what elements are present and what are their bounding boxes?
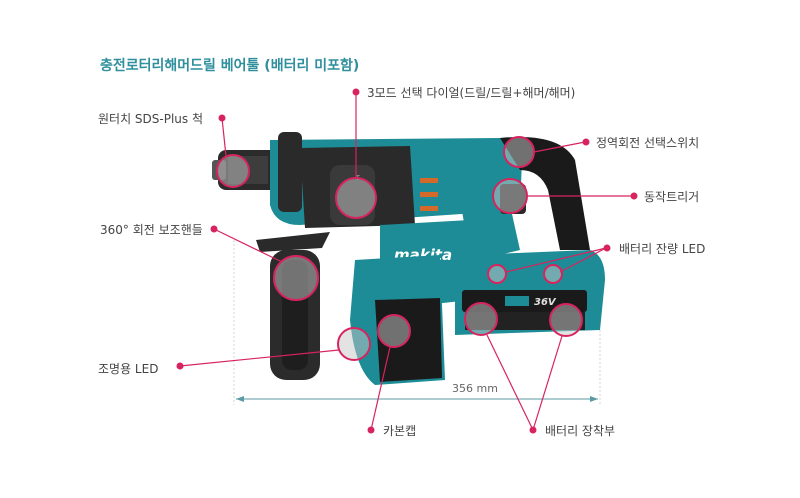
label-battery-led: 배터리 잔량 LED — [619, 242, 706, 256]
highlight-battery-mount-1 — [464, 302, 498, 336]
highlight-mode-dial — [335, 177, 377, 219]
highlight-side-handle — [273, 255, 319, 301]
highlight-battery-led-2 — [543, 264, 563, 284]
dim-arrow-right — [590, 396, 598, 402]
label-mode-dial: 3모드 선택 다이얼(드릴/드릴+해머/해머) — [367, 86, 576, 100]
label-direction-switch: 정역회전 선택스위치 — [596, 136, 700, 150]
leader-lines — [179, 92, 633, 431]
dim-arrow-left — [236, 396, 244, 402]
highlight-battery-mount-2 — [549, 303, 583, 337]
label-dots — [176, 88, 638, 434]
label-light-led: 조명용 LED — [98, 362, 159, 376]
highlight-direction-switch — [503, 136, 535, 168]
highlight-chuck — [216, 154, 250, 188]
dimension-length: 356 mm — [452, 382, 498, 395]
label-side-handle: 360° 회전 보조핸들 — [100, 223, 203, 237]
label-carbon-cap: 카본캡 — [383, 424, 417, 438]
label-chuck: 원터치 SDS-Plus 척 — [98, 112, 204, 126]
battery-badge: 36V — [534, 297, 557, 308]
highlight-carbon-cap — [377, 314, 411, 348]
label-trigger: 동작트리거 — [644, 190, 700, 204]
page-title: 충전로터리해머드릴 베어툴 (배터리 미포함) — [100, 58, 360, 74]
highlight-trigger — [492, 178, 528, 214]
highlight-battery-led-1 — [487, 264, 507, 284]
highlight-light-led — [337, 327, 371, 361]
label-battery-mount: 배터리 장착부 — [545, 424, 616, 438]
drill-illustration: T makita 36V — [212, 132, 605, 385]
